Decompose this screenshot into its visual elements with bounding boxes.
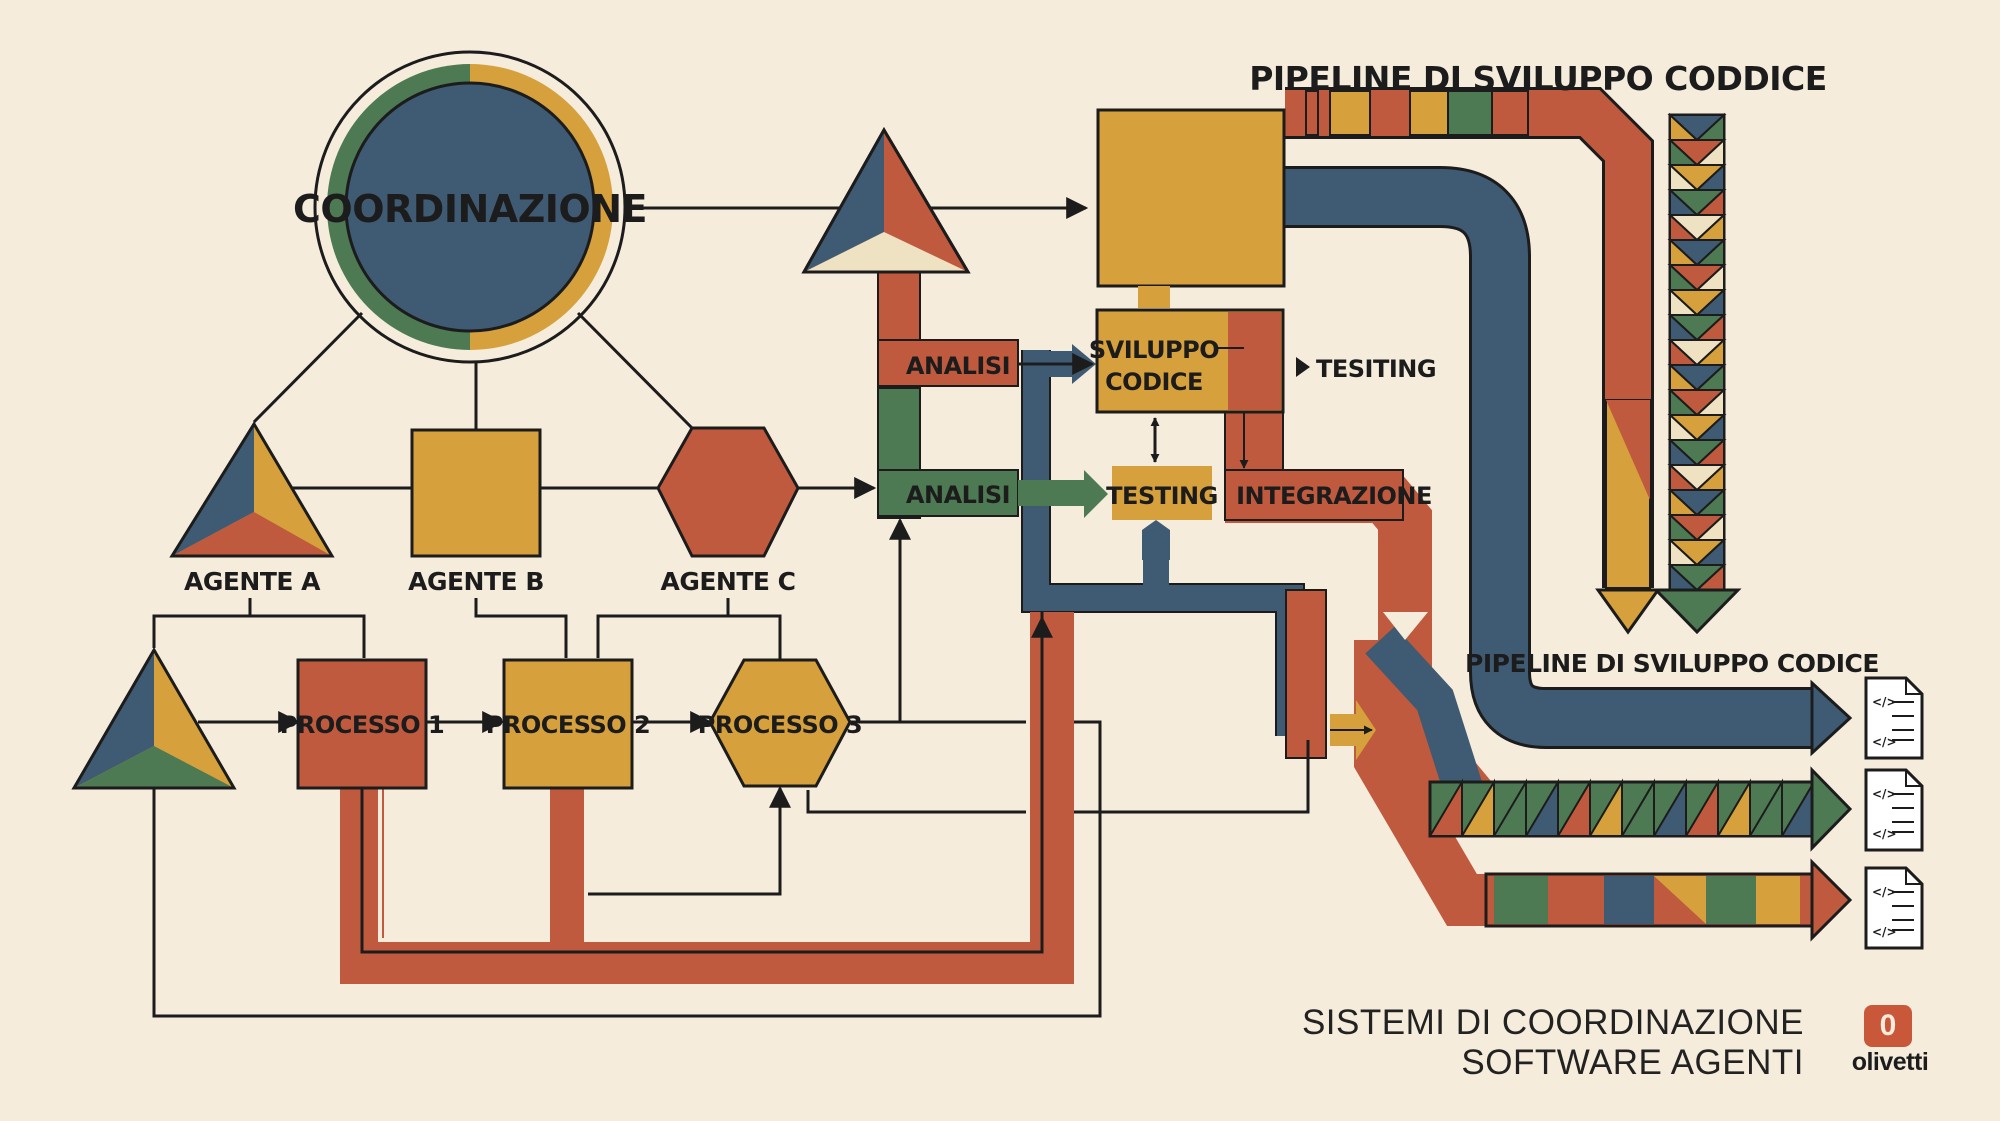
- output-ribbon-3: [1484, 858, 1853, 942]
- process-connectors: [152, 517, 1310, 1018]
- hub-label: COORDINAZIONE: [293, 187, 647, 231]
- ribbon-triangle: [1684, 778, 1719, 837]
- rust-ribbon-arrowhead: [1595, 588, 1661, 635]
- ribbon-triangle: [1716, 778, 1751, 837]
- ribbon-triangle: [1556, 778, 1591, 837]
- code-file-icon: </> </>: [1864, 768, 1924, 852]
- ribbon-triangle: [1588, 778, 1623, 837]
- process-3-node: [708, 658, 852, 788]
- code-file-icon: </> </>: [1864, 866, 1924, 950]
- analisi-top-label: ANALISI: [906, 352, 1010, 380]
- sviluppo-codice-node: [1095, 308, 1285, 414]
- testing-label: TESTING: [1106, 482, 1218, 510]
- ribbon-triangle: [1652, 778, 1687, 837]
- olivetti-logo-text: olivetti: [1851, 1048, 1929, 1076]
- testing-node: [1112, 417, 1212, 560]
- ribbon-triangle: [1748, 778, 1783, 837]
- ribbon-triangle: [1428, 778, 1463, 837]
- sviluppo-label-1: SVILUPPO: [1089, 336, 1219, 364]
- svg-text:</>: </>: [1872, 885, 1897, 899]
- process-2-label: PROCESSO 2: [486, 711, 650, 739]
- tesiting-pointer-icon: [1296, 357, 1310, 377]
- ribbon-triangle: [1460, 778, 1495, 837]
- process-1-label: PROCESSO 1: [280, 711, 444, 739]
- footer-caption: SISTEMI DI COORDINAZIONE SOFTWARE AGENTI: [1302, 1003, 1804, 1083]
- big-square-node: [1096, 108, 1286, 288]
- coordinazione-hub: COORDINAZIONE: [293, 50, 647, 364]
- agent-b-node: [410, 428, 542, 558]
- svg-text:</>: </>: [1872, 925, 1897, 939]
- rust-feedback-band: [340, 612, 1074, 984]
- agent-b-label: AGENTE B: [408, 567, 544, 596]
- pipeline-title: PIPELINE DI SVILUPPO CODDICE: [1249, 59, 1827, 98]
- output-ribbon-2: [1428, 766, 1853, 852]
- agent-c-node: [656, 426, 800, 558]
- agent-c-label: AGENTE C: [660, 567, 795, 596]
- olivetti-logo-mark: 0: [1864, 1005, 1912, 1047]
- footer-line-2: SOFTWARE AGENTI: [1461, 1043, 1804, 1082]
- svg-text:</>: </>: [1872, 735, 1897, 749]
- process-1-node: [296, 658, 428, 790]
- strip-arrowhead: [1652, 588, 1742, 635]
- agent-a-label: AGENTE A: [184, 567, 321, 596]
- tesiting-label: TESITING: [1316, 355, 1436, 383]
- agent-a-node: [169, 421, 335, 558]
- ribbon-triangle: [1620, 778, 1655, 837]
- svg-text:</>: </>: [1872, 827, 1897, 841]
- top-triangle-node: [801, 127, 971, 274]
- svg-text:</>: </>: [1872, 695, 1897, 709]
- analisi-bottom-label: ANALISI: [906, 481, 1010, 509]
- pipeline-output-label: PIPELINE DI SVILUPPO CODICE: [1465, 649, 1879, 678]
- svg-text:</>: </>: [1872, 787, 1897, 801]
- process-2-node: [502, 658, 634, 790]
- code-file-icon: </> </>: [1864, 676, 1924, 760]
- rust-pipeline-ribbon: [1285, 87, 1661, 635]
- ribbon-triangle: [1524, 778, 1559, 837]
- navy-pipeline-ribbon: [1285, 166, 1853, 757]
- ribbon-triangle: [1492, 778, 1527, 837]
- process-3-label: PROCESSO 3: [698, 711, 862, 739]
- integrazione-label: INTEGRAZIONE: [1236, 482, 1432, 510]
- sviluppo-label-2: CODICE: [1105, 368, 1203, 396]
- footer-line-1: SISTEMI DI COORDINAZIONE: [1301, 1003, 1804, 1042]
- source-triangle-node: [71, 647, 237, 790]
- patterned-pipeline-strip: [1652, 112, 1742, 635]
